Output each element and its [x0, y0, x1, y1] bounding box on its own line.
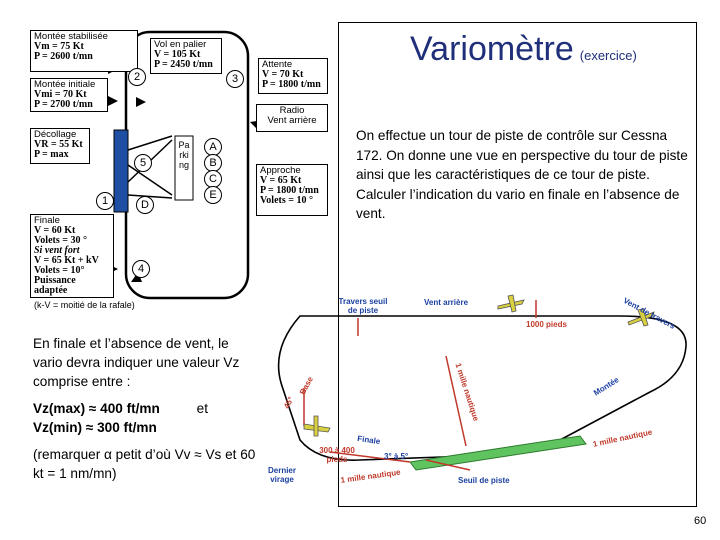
box-finale: Finale V = 60 Kt Volets = 30 ° Si vent f…: [30, 214, 114, 298]
marker-5: 5: [134, 154, 152, 172]
box-montee-stabilisee: Montée stabilisée Vm = 75 Kt P = 2600 t/…: [30, 30, 138, 72]
marker-a: A: [204, 138, 222, 156]
parking-box: [174, 135, 194, 201]
marker-4: 4: [132, 260, 150, 278]
content-frame: [338, 22, 697, 507]
answer-lead: En finale et l’absence de vent, le vario…: [33, 336, 240, 389]
red-guide: [445, 355, 467, 447]
intro-text: On effectue un tour de piste de contrôle…: [356, 128, 688, 221]
box-vol-palier: Vol en palier V = 105 Kt P = 2450 t/mn: [150, 38, 222, 74]
title-main: Variomètre: [410, 30, 574, 68]
label-1000-pieds: 1000 pieds: [526, 320, 567, 329]
box-decollage: Décollage VR = 55 Kt P = max: [30, 128, 90, 164]
label-dernier-virage: Dernier virage: [267, 466, 296, 484]
box-approche: Approche V = 65 Kt P = 1800 t/mn Volets …: [256, 164, 328, 216]
label-vent-arriere: Vent arrière: [424, 298, 469, 307]
vz-max: Vz(max) ≈ 400 ft/mn: [33, 401, 160, 416]
and-word: et: [196, 401, 208, 416]
label-300-400-pieds: 300 à 400 pieds: [319, 446, 355, 464]
box-attente: Attente V = 70 Kt P = 1800 t/mn: [258, 58, 328, 94]
red-guide: [329, 451, 411, 463]
vz-min: Vz(min) ≈ 300 ft/mn: [33, 420, 157, 435]
red-guide: [425, 459, 471, 471]
marker-2: 2: [128, 68, 146, 86]
title-sub: (exercice): [579, 48, 637, 63]
airplane-icon: [627, 308, 655, 327]
taxi-line: [127, 164, 173, 196]
marker-d: D: [136, 196, 154, 214]
arrow-icon: [108, 96, 118, 106]
airplane-icon: [303, 415, 331, 437]
arrow-icon: [136, 97, 146, 107]
taxi-line: [127, 194, 173, 199]
box-montee-initiale: Montée initiale Vmi = 70 Kt P = 2700 t/m…: [30, 78, 108, 112]
parking-label: Parking: [178, 140, 190, 170]
marker-1: 1: [96, 192, 114, 210]
page-title: Variomètre (exercice): [410, 30, 637, 69]
pattern-footnote: (k-V = moitié de la rafale): [34, 300, 135, 310]
marker-e: E: [204, 186, 222, 204]
perspective-runway: [409, 435, 587, 471]
page-number: 60: [694, 515, 707, 527]
label-travers-seuil: Travers seuil de piste: [338, 297, 388, 315]
label-seuil-piste: Seuil de piste: [458, 476, 510, 485]
box-radio: Radio Vent arrière: [256, 104, 328, 132]
answer-note: (remarquer α petit d’où Vv ≈ Vs et 60 kt…: [33, 447, 256, 481]
taxi-line: [127, 135, 173, 151]
airplane-icon: [497, 294, 525, 313]
vz-max-row: Vz(max) ≈ 400 ft/mn et: [33, 399, 208, 418]
marker-3: 3: [226, 70, 244, 88]
label-angle-3-5: 3° à 5°: [384, 452, 409, 461]
answer-block: En finale et l’absence de vent, le vario…: [33, 334, 258, 483]
runway: [113, 129, 129, 213]
